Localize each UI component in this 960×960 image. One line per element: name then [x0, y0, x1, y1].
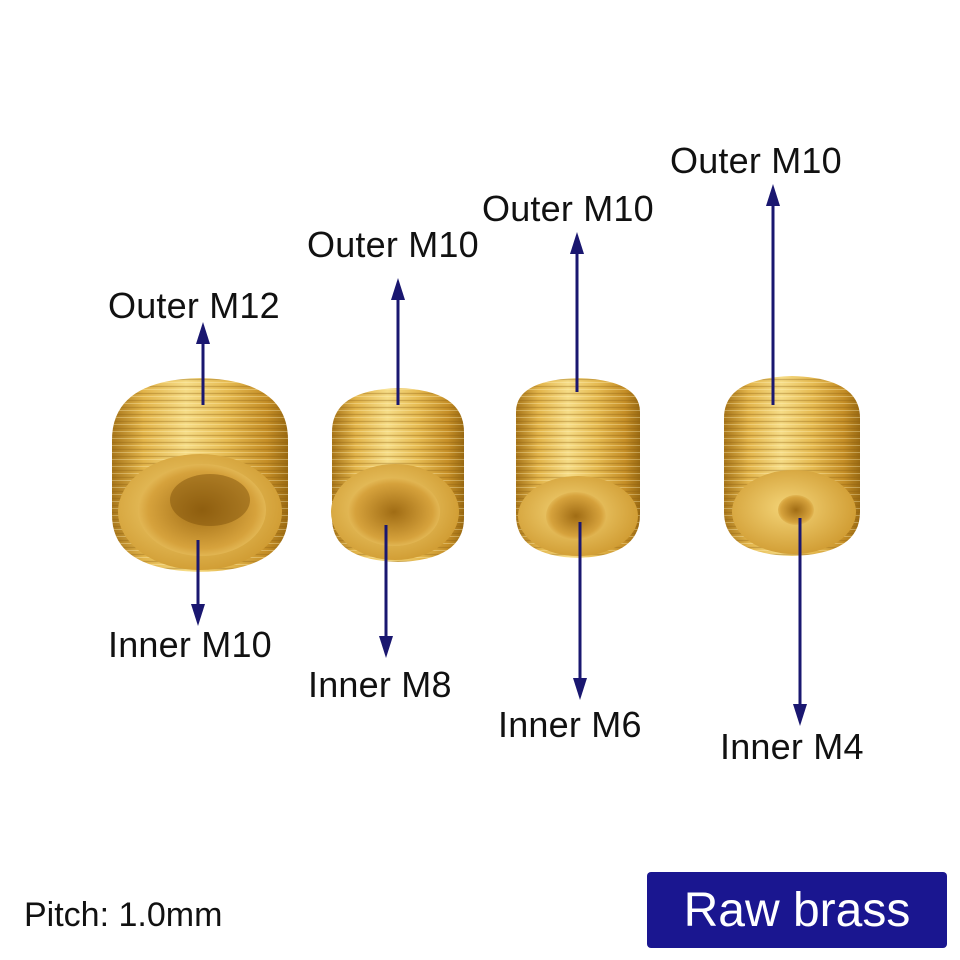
- fitting-3-inner-label: Inner M6: [498, 704, 642, 745]
- fitting-3-inner-arrow: [573, 522, 587, 700]
- fitting-1-inner-arrow-head: [191, 604, 205, 626]
- fitting-3-inner-arrow-head: [573, 678, 587, 700]
- material-badge: Raw brass: [647, 872, 947, 948]
- fitting-1-inner-label: Inner M10: [108, 624, 272, 665]
- fitting-3-outer-label: Outer M10: [482, 188, 654, 229]
- fitting-2-outer-label: Outer M10: [307, 224, 479, 265]
- fitting-2-outer-arrow-head: [391, 278, 405, 300]
- fitting-2: [331, 388, 464, 562]
- fitting-4-outer-label: Outer M10: [670, 140, 842, 181]
- fitting-4-inner-arrow: [793, 518, 807, 726]
- fitting-1-outer-arrow: [196, 322, 210, 405]
- dimension-arrows: [191, 184, 807, 726]
- fitting-2-inner-arrow: [379, 525, 393, 658]
- material-label: Raw brass: [683, 883, 911, 937]
- fitting-2-inner-arrow-head: [379, 636, 393, 658]
- fitting-3-outer-arrow-head: [570, 232, 584, 254]
- fitting-1-outer-arrow-head: [196, 322, 210, 344]
- fitting-1-outer-label: Outer M12: [108, 285, 280, 326]
- fitting-1-inner-arrow: [191, 540, 205, 626]
- fitting-4-outer-arrow: [766, 184, 780, 405]
- fitting-4-inner-arrow-head: [793, 704, 807, 726]
- fitting-2-outer-arrow: [391, 278, 405, 405]
- fitting-2-inner-label: Inner M8: [308, 664, 452, 705]
- fitting-3-outer-arrow: [570, 232, 584, 392]
- fitting-1: [112, 378, 288, 572]
- fitting-3: [516, 378, 640, 558]
- fitting-4-outer-arrow-head: [766, 184, 780, 206]
- fitting-4-inner-label: Inner M4: [720, 726, 864, 767]
- fitting-4: [724, 376, 860, 556]
- pitch-spec: Pitch: 1.0mm: [24, 896, 223, 934]
